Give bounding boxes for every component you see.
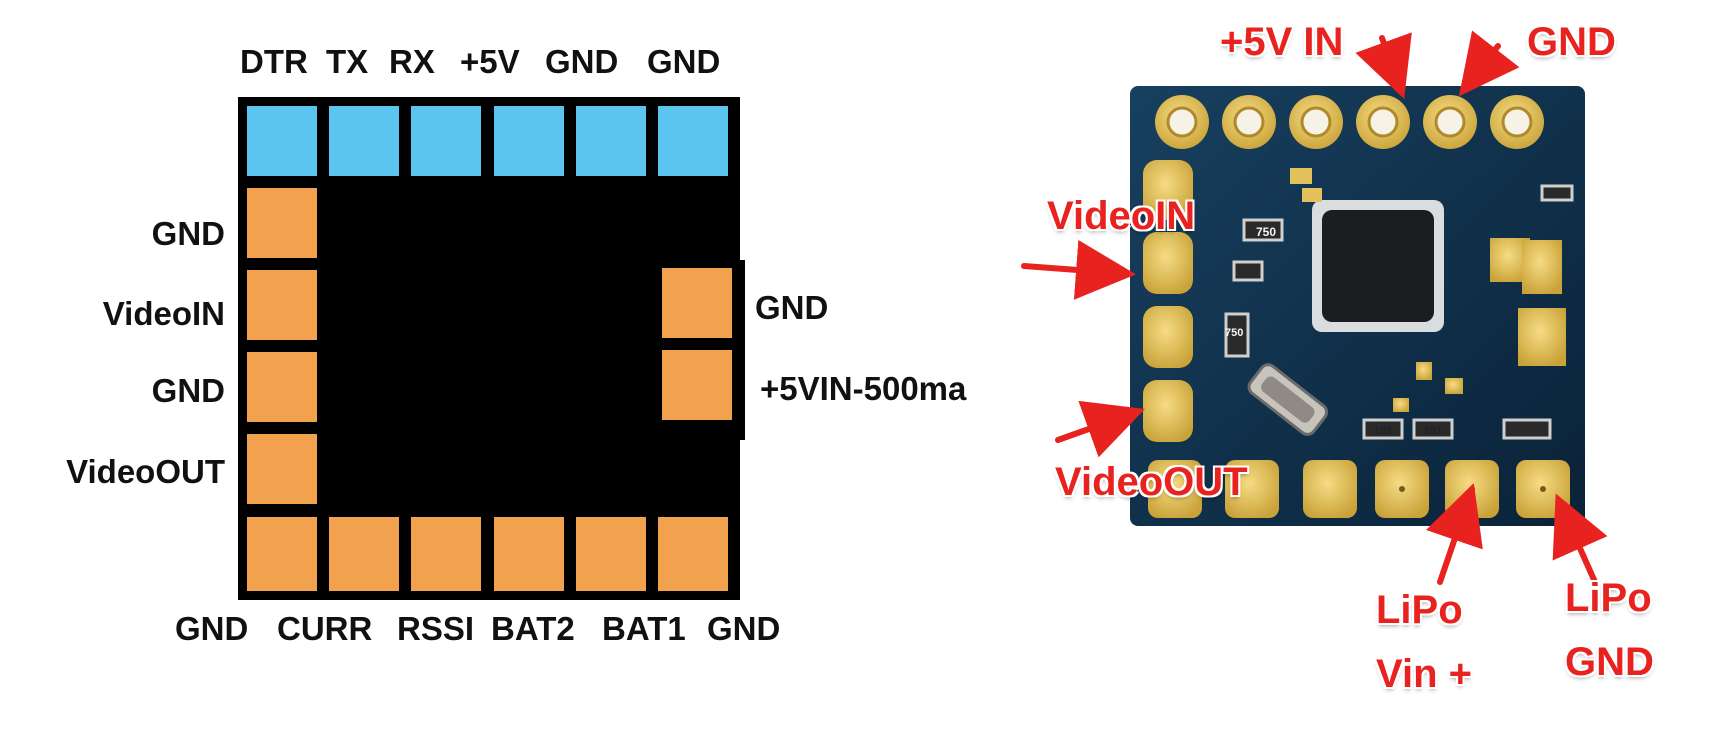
- silk-r1: 750: [1256, 225, 1276, 239]
- pin-label-left-gnd2: GND: [151, 372, 225, 409]
- pin-label-top-dtr: DTR: [240, 43, 308, 80]
- pad-bottom-gnd2: [658, 517, 728, 591]
- pad-top-tx: [329, 106, 399, 176]
- callout-5v-in: +5V IN: [1220, 20, 1344, 64]
- pad-bottom-rssi: [411, 517, 481, 591]
- pin-label-left-gnd1: GND: [151, 215, 225, 252]
- smd-components: [1224, 168, 1574, 440]
- osd-chip: [1312, 200, 1444, 332]
- callout-lipo-vin-line2: Vin +: [1376, 652, 1472, 696]
- pad-bottom-gnd1: [247, 517, 317, 591]
- arrow-lipo-gnd: [1552, 493, 1608, 585]
- callout-lipo-gnd-line2: GND: [1565, 640, 1654, 684]
- pad-top-dtr: [247, 106, 317, 176]
- pad-bottom-curr: [329, 517, 399, 591]
- arrow-video-in: [1021, 239, 1136, 300]
- pad-top-gnd2: [658, 106, 728, 176]
- pinout-diagram: DTR TX RX +5V GND GND GND VideoIN GND Vi…: [66, 43, 966, 647]
- pin-label-top-gnd2: GND: [647, 43, 721, 80]
- callout-arrows: [1021, 30, 1608, 585]
- callout-lipo-gnd-line1: LiPo: [1565, 576, 1652, 620]
- pad-top-gnd1: [576, 106, 646, 176]
- silk-r2: 750: [1225, 327, 1243, 339]
- pin-label-bottom-rssi: RSSI: [397, 610, 475, 647]
- left-edge-pads: [1143, 160, 1193, 442]
- callout-video-in: VideoIN: [1047, 194, 1196, 238]
- arrow-5v-in: [1355, 32, 1412, 99]
- silk-r3: 102: [1374, 425, 1392, 437]
- pad-top-rx: [411, 106, 481, 176]
- pin-label-top-rx: RX: [389, 43, 435, 80]
- callout-gnd: GND: [1527, 20, 1616, 64]
- arrow-lipo-vin: [1426, 482, 1483, 585]
- pin-label-bottom-bat1: BAT1: [602, 610, 686, 647]
- arrow-video-out: [1055, 400, 1145, 458]
- pad-top-5v: [494, 106, 564, 176]
- arrow-gnd: [1458, 30, 1520, 97]
- pin-label-bottom-gnd2: GND: [707, 610, 781, 647]
- osd-board: [238, 97, 740, 600]
- pin-label-top-tx: TX: [326, 43, 369, 80]
- pin-label-bottom-gnd1: GND: [175, 610, 249, 647]
- pin-label-bottom-curr: CURR: [277, 610, 373, 647]
- callout-lipo-vin-line1: LiPo: [1376, 588, 1463, 632]
- pin-label-bottom-bat2: BAT2: [491, 610, 575, 647]
- pin-label-right-gnd: GND: [755, 289, 829, 326]
- silk-r4: 201: [1424, 425, 1442, 437]
- pad-left-gnd1: [247, 188, 317, 258]
- pad-left-videoin: [247, 270, 317, 340]
- pad-bottom-bat2: [494, 517, 564, 591]
- pin-label-left-videoin: VideoIN: [102, 295, 225, 332]
- pad-left-videoout: [247, 434, 317, 504]
- pin-label-top-5v: +5V: [460, 43, 520, 80]
- pad-left-gnd2: [247, 352, 317, 422]
- pad-bottom-bat1: [576, 517, 646, 591]
- pad-right-gnd: [662, 268, 732, 338]
- pin-label-right-5vin: +5VIN-500ma: [760, 370, 967, 407]
- callout-video-out: VideoOUT: [1055, 460, 1248, 504]
- pin-label-left-videoout: VideoOUT: [66, 453, 225, 490]
- pin-label-top-gnd1: GND: [545, 43, 619, 80]
- osd-board-right-edge: [730, 260, 745, 440]
- top-header-pads: [1155, 95, 1544, 149]
- pad-right-5vin: [662, 350, 732, 420]
